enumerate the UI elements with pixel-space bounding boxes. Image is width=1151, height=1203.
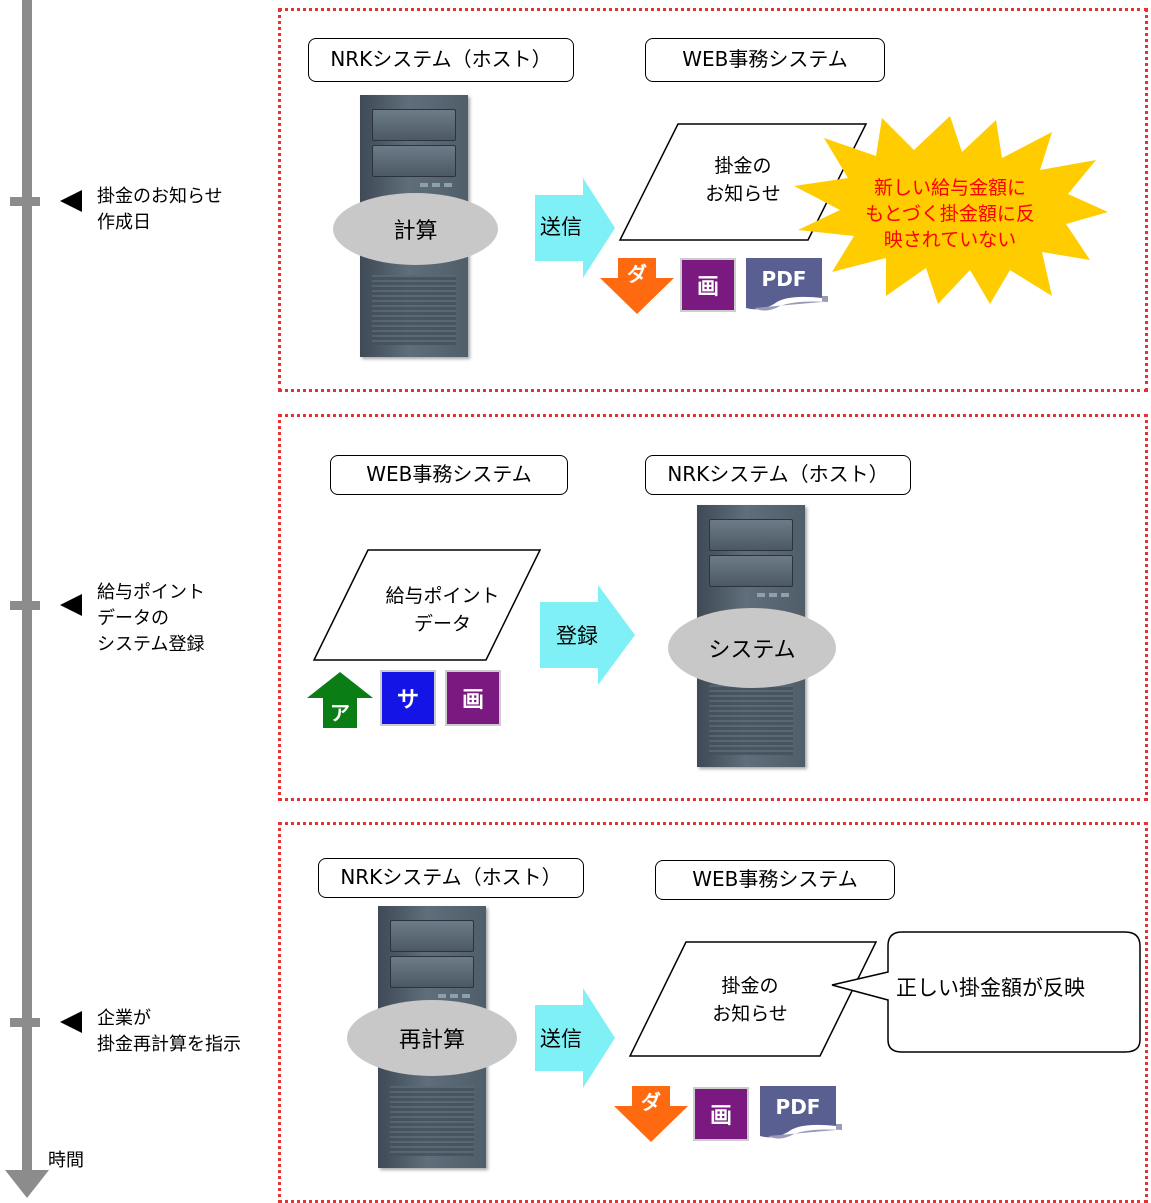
upload-icon: ア [307,672,373,728]
timeline-axis-label: 時間 [48,1150,84,1171]
notice-document-shape [628,941,878,1057]
timeline-event-2: 給与ポイント データの システム登録 [97,582,205,655]
web-system-label: WEB事務システム [645,38,885,82]
host-system-label: NRKシステム（ホスト） [645,455,911,495]
download-icon: ダ [614,1086,688,1142]
timeline-tick [10,197,40,206]
warning-starburst [794,116,1108,304]
download-icon: ダ [600,258,674,314]
panel-recalculation [278,822,1148,1203]
calculation-process: 計算 [333,193,498,265]
panel-initial-notice [278,8,1148,392]
timeline-event-3: 企業が 掛金再計算を指示 [97,1008,241,1055]
svg-text:ア: ア [330,701,350,725]
web-system-label: WEB事務システム [655,860,895,900]
svg-text:ダ: ダ [641,1090,661,1114]
callout-bubble [831,931,1141,1053]
notice-document-label: 掛金の お知らせ [712,975,788,1025]
timeline-tick [10,601,40,610]
notice-document-label: 掛金の お知らせ [705,155,781,205]
register-arrow-icon [540,585,635,685]
timeline-axis [22,0,32,1190]
svg-text:PDF: PDF [776,1095,821,1119]
register-arrow-label: 登録 [556,624,598,648]
callout-message: 正しい掛金額が反映 [896,976,1085,1000]
host-system-label: NRKシステム（ホスト） [318,858,584,898]
pdf-icon: PDF [746,258,828,311]
screen-icon: 画 [680,258,736,312]
salary-data-document-label: 給与ポイント データ [385,585,500,635]
timeline-marker-icon [60,594,82,616]
timeline-marker-icon [60,1011,82,1033]
send-arrow-label: 送信 [540,1027,582,1051]
warning-message: 新しい給与金額に もとづく掛金額に反 映されていない [865,177,1035,251]
system-process: システム [668,608,836,688]
salary-data-document-shape [312,549,542,661]
service-icon: サ [380,670,436,726]
server-tower-icon [360,95,468,357]
pdf-icon: PDF [760,1086,842,1139]
send-arrow-icon [535,988,615,1088]
screen-icon: 画 [445,670,501,726]
send-arrow-icon [535,178,615,278]
timeline-tick [10,1018,40,1027]
web-system-label: WEB事務システム [330,455,568,495]
screen-icon: 画 [693,1087,749,1141]
svg-text:PDF: PDF [762,267,807,291]
timeline-arrowhead [5,1170,49,1198]
host-system-label: NRKシステム（ホスト） [308,38,574,82]
notice-document-shape [618,123,868,241]
send-arrow-label: 送信 [540,215,582,239]
panel-salary-registration [278,414,1148,801]
timeline-marker-icon [60,190,82,212]
svg-text:ダ: ダ [627,262,647,286]
timeline-event-1: 掛金のお知らせ 作成日 [97,186,223,233]
recalculation-process: 再計算 [347,1000,517,1076]
